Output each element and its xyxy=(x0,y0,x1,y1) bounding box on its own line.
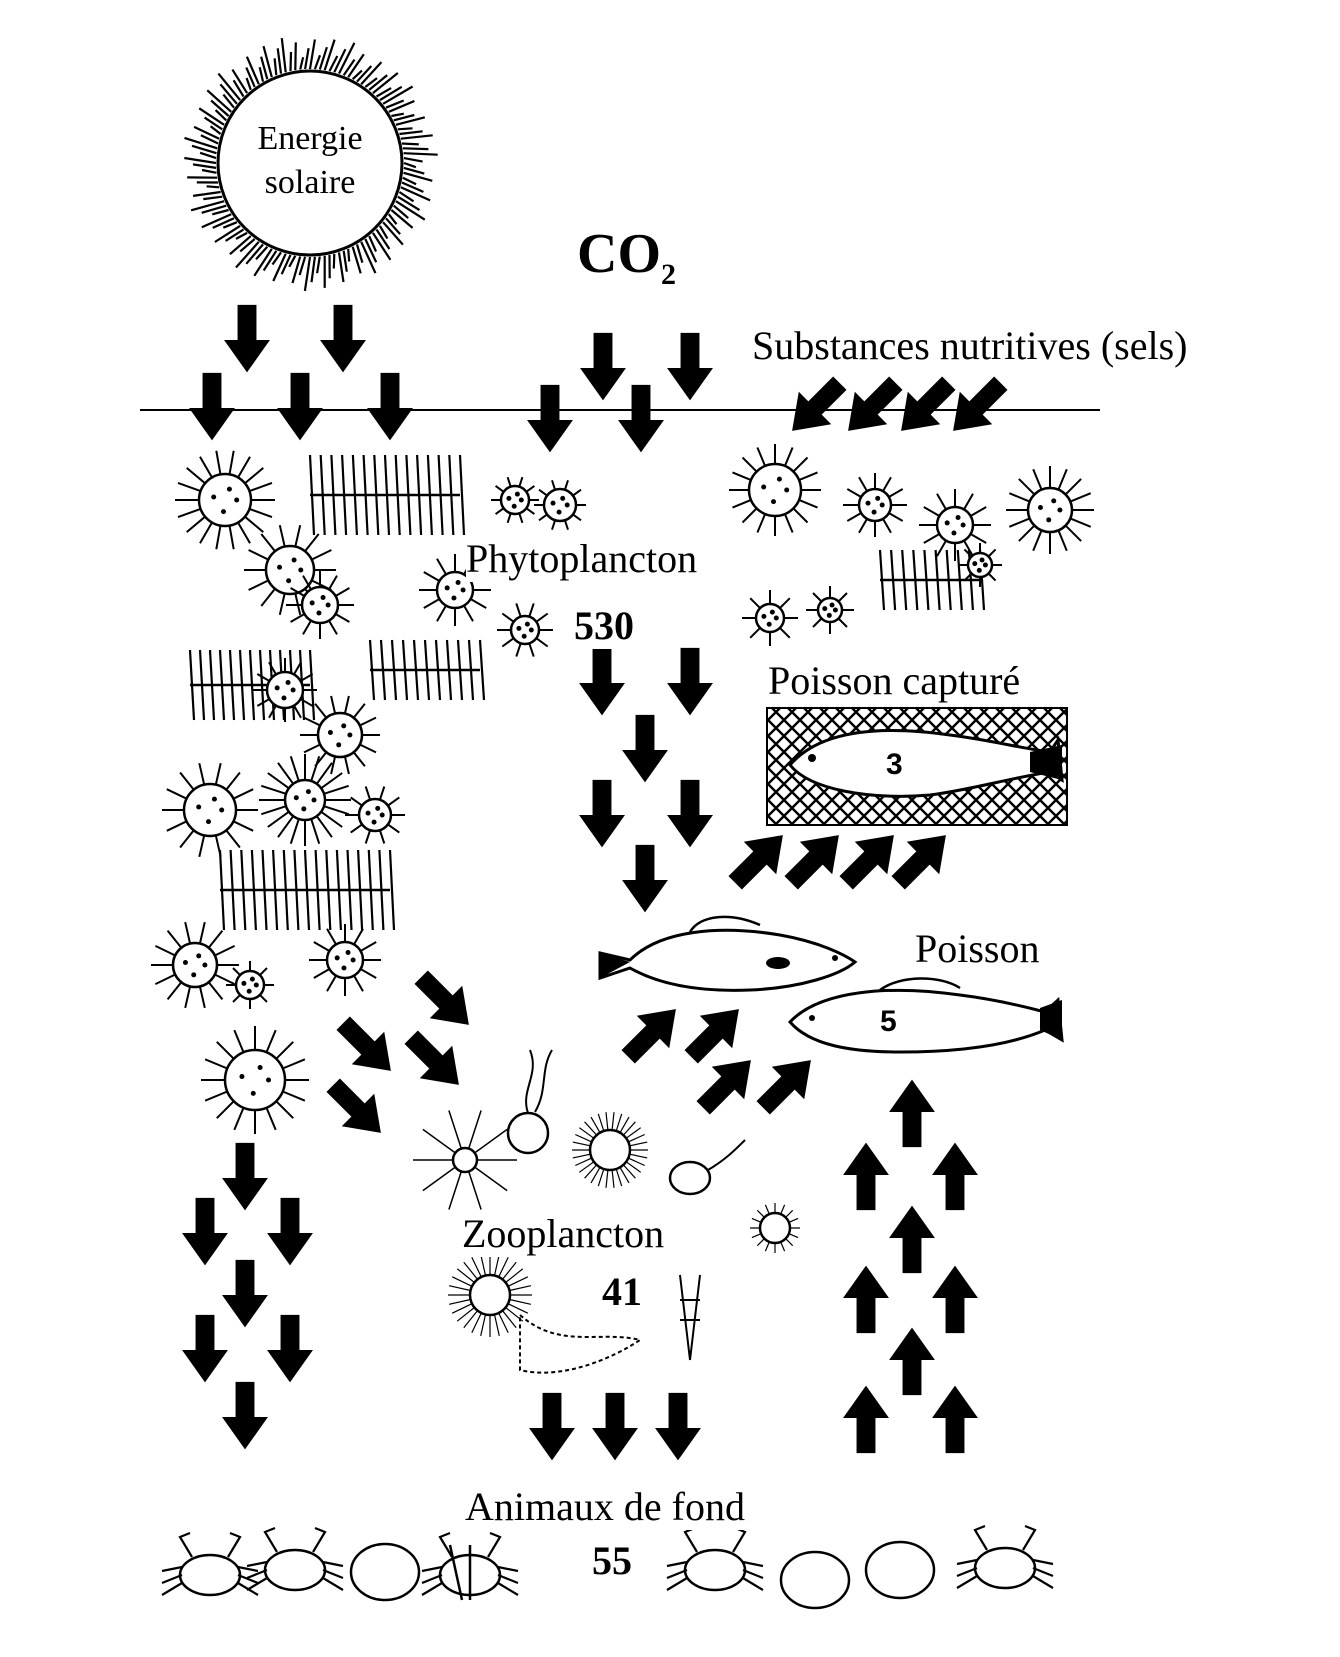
co2-main: CO xyxy=(577,223,661,285)
sun-label-line1: Energie xyxy=(257,120,363,157)
sun-icon xyxy=(184,37,438,292)
phytoplankton-label: Phytoplancton xyxy=(466,535,698,582)
zooplankton-value: 41 xyxy=(598,1268,646,1315)
fish-label: Poisson xyxy=(915,926,1040,971)
benthos-value: 55 xyxy=(586,1537,638,1584)
sun-label-line2: solaire xyxy=(264,164,356,201)
zooplankton-icon xyxy=(413,1049,800,1374)
zooplankton-label: Zooplancton xyxy=(462,1210,665,1257)
caught-fish-value: 3 xyxy=(886,748,903,781)
co2-subscript: 2 xyxy=(661,258,676,291)
co2-label: CO2 xyxy=(577,222,676,292)
sun-label: Energie solaire xyxy=(240,117,380,205)
caught-fish-label: Poisson capturé xyxy=(768,658,1021,703)
fish-icon-caught xyxy=(788,728,1064,798)
phytoplankton-value: 530 xyxy=(570,602,638,649)
phytoplankton-icon xyxy=(151,444,1094,1134)
fish-icon xyxy=(598,915,858,992)
nutrients-label: Substances nutritives (sels) xyxy=(752,323,1188,368)
fish-value: 5 xyxy=(880,1005,897,1038)
benthos-label: Animaux de fond xyxy=(465,1483,745,1530)
crab-icon xyxy=(161,1524,1054,1610)
fish-icon-2 xyxy=(787,977,1064,1054)
